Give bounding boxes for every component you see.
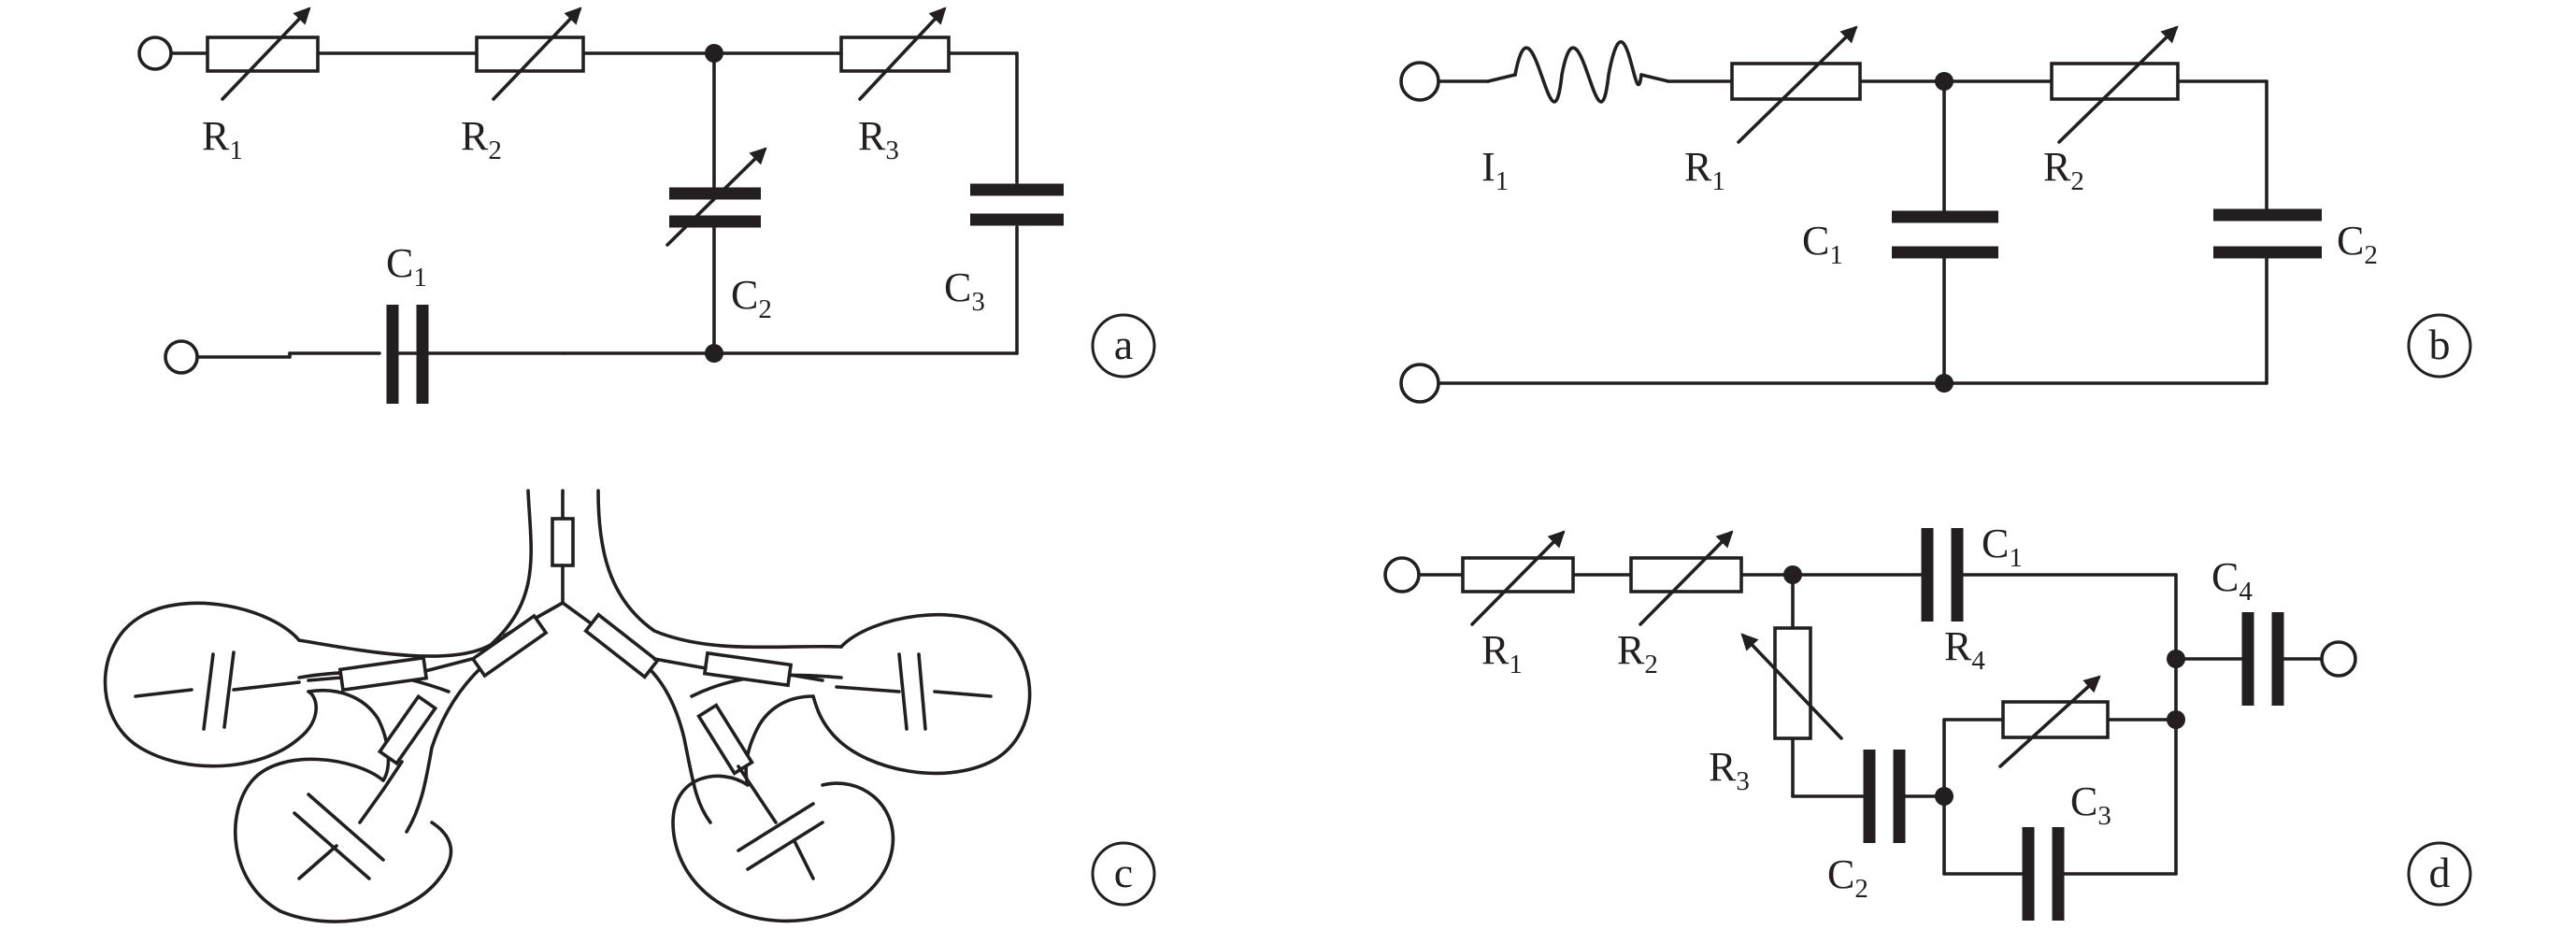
panel-d-label-c3: C3 [2070,779,2111,831]
panel-d-capacitor-c3 [2022,827,2065,921]
panel-a-capacitor-c3 [970,183,1064,226]
svg-text:a: a [1114,321,1133,368]
panel-a-wires [170,51,1019,359]
panel-a-resistor-r3 [839,7,951,101]
panel-d-capacitor-c2 [1863,750,1906,843]
panel-d-output-terminal [2320,640,2357,678]
panel-b-badge: b [2407,313,2472,379]
panel-b-capacitor-c1 [1892,210,1998,259]
panel-d-resistor-r1 [1461,530,1575,626]
panel-b-input-terminal [1399,61,1440,102]
panel-d-label-r2: R2 [1617,627,1658,679]
panel-d-label-r1: R1 [1481,627,1523,679]
panel-d-resistor-r2 [1629,530,1743,626]
svg-text:b: b [2429,321,2451,368]
panel-c-alveolus-bottom-right [671,774,895,923]
panel-b-label-i1: I1 [1481,144,1509,196]
panel-a-label-r2: R2 [461,113,502,165]
panel-b-resistor-r1 [1730,25,1862,144]
panel-d-capacitor-c1 [1921,528,1964,622]
panel-a-badge: a [1091,313,1156,379]
panel-d-label-r3: R3 [1709,744,1750,796]
panel-d-label-c4: C4 [2211,554,2253,607]
panel-a-capacitor-c1 [386,305,429,404]
panel-a-junction-top [705,44,723,63]
panel-d-junction-1 [1783,565,1802,584]
panel-b-label-c2: C2 [2337,218,2378,270]
panel-b: I1 R1 R2 C1 C2 b [1399,25,2472,404]
panel-c-alveolus-left [103,601,318,768]
panel-d-junction-4 [1935,787,1953,806]
panel-b-label-c1: C1 [1802,218,1843,270]
panel-a-capacitor-c2 [665,147,767,247]
panel-b-label-r1: R1 [1684,144,1725,196]
panel-b-resistor-r2 [2050,25,2180,144]
panel-d-capacitor-c4 [2241,612,2284,706]
panel-a-label-c1: C1 [386,240,427,293]
panel-b-junction-bottom [1935,374,1953,393]
panel-d-resistor-r3 [1740,626,1843,740]
panel-b-output-terminal [1399,363,1440,404]
panel-d-label-c1: C1 [1982,521,2023,573]
panel-d-junction-2 [2167,650,2185,668]
panel-d: R1 R2 R3 R4 C1 C2 C3 C4 d [1383,521,2472,921]
panel-a-resistor-r1 [206,7,320,101]
panel-a-label-c3: C3 [944,264,985,317]
panel-a-junction-bottom [705,344,723,363]
panel-d-label-c2: C2 [1827,851,1868,904]
panel-a-input-terminal [137,36,173,71]
panel-d-label-r4: R4 [1944,623,1985,676]
panel-c-alveolus-bottom-left [234,757,453,923]
panel-a-resistor-r2 [475,7,585,101]
panel-b-label-r2: R2 [2043,144,2084,196]
panel-d-junction-3 [2167,710,2185,729]
panel-d-input-terminal [1383,556,1421,593]
panel-a-label-r1: R1 [202,113,243,165]
panel-b-inductor-i1 [1513,40,1643,104]
panel-b-capacitor-c2 [2213,208,2322,259]
panel-a-output-terminal [164,339,199,375]
panel-c-elements [134,489,993,880]
panel-d-badge: d [2407,841,2472,907]
panel-c-alveolus-right [811,612,1032,776]
panel-c-badge: c [1091,841,1156,907]
panel-b-junction-top [1935,72,1953,91]
panel-a-label-r3: R3 [858,113,899,165]
panel-c: c [103,489,1156,923]
svg-text:c: c [1114,849,1133,896]
panel-d-resistor-r4 [1998,675,2110,768]
panel-a: R1 R2 R3 C1 C2 C3 a [137,7,1156,404]
svg-text:d: d [2429,849,2451,896]
panel-b-wires [1433,73,2268,385]
panel-a-label-c2: C2 [731,272,772,324]
